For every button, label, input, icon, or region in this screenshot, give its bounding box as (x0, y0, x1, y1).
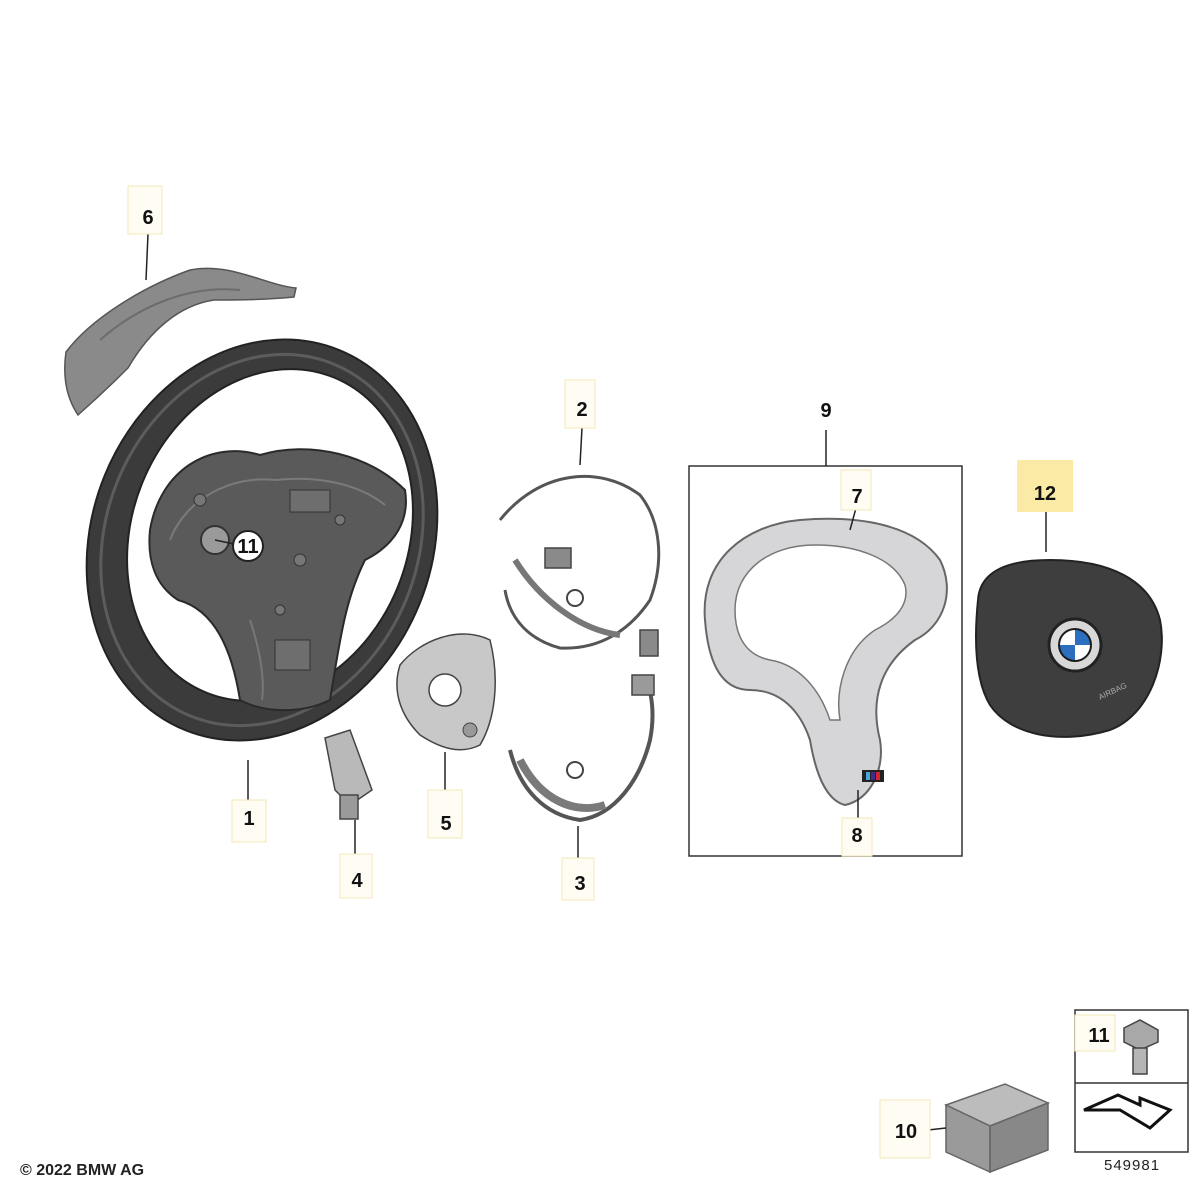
callout-6: 6 (142, 207, 153, 229)
callout-7: 7 (851, 486, 862, 508)
part-12-airbag-module: AIRBAG (975, 510, 1163, 738)
callout-9: 9 (820, 400, 831, 422)
part-6-cover-trim (63, 233, 297, 417)
callout-2: 2 (576, 399, 587, 421)
part-3-lower-bracket (508, 674, 655, 858)
callout-11-inset: 11 (1088, 1025, 1109, 1047)
part-9-trim-set-box (688, 430, 963, 857)
callout-12: 12 (1034, 483, 1056, 505)
part-5-mounting-plate (396, 633, 496, 790)
callout-1: 1 (243, 808, 254, 830)
callout-3: 3 (574, 873, 585, 895)
part-2-wiring-harness (498, 427, 661, 657)
diagram-reference-number: 549981 (1104, 1157, 1161, 1174)
callout-11-hub: 11 (237, 536, 258, 558)
callout-5: 5 (440, 813, 451, 835)
part-10-box (927, 1083, 1050, 1174)
callout-8: 8 (851, 825, 862, 847)
callout-labels: 6 1 2 3 4 5 9 7 8 12 10 11 11 (127, 185, 1116, 1159)
callout-4: 4 (351, 870, 363, 892)
part-4-connector (324, 729, 373, 854)
copyright-text: © 2022 BMW AG (20, 1162, 145, 1179)
callout-10: 10 (895, 1121, 917, 1143)
